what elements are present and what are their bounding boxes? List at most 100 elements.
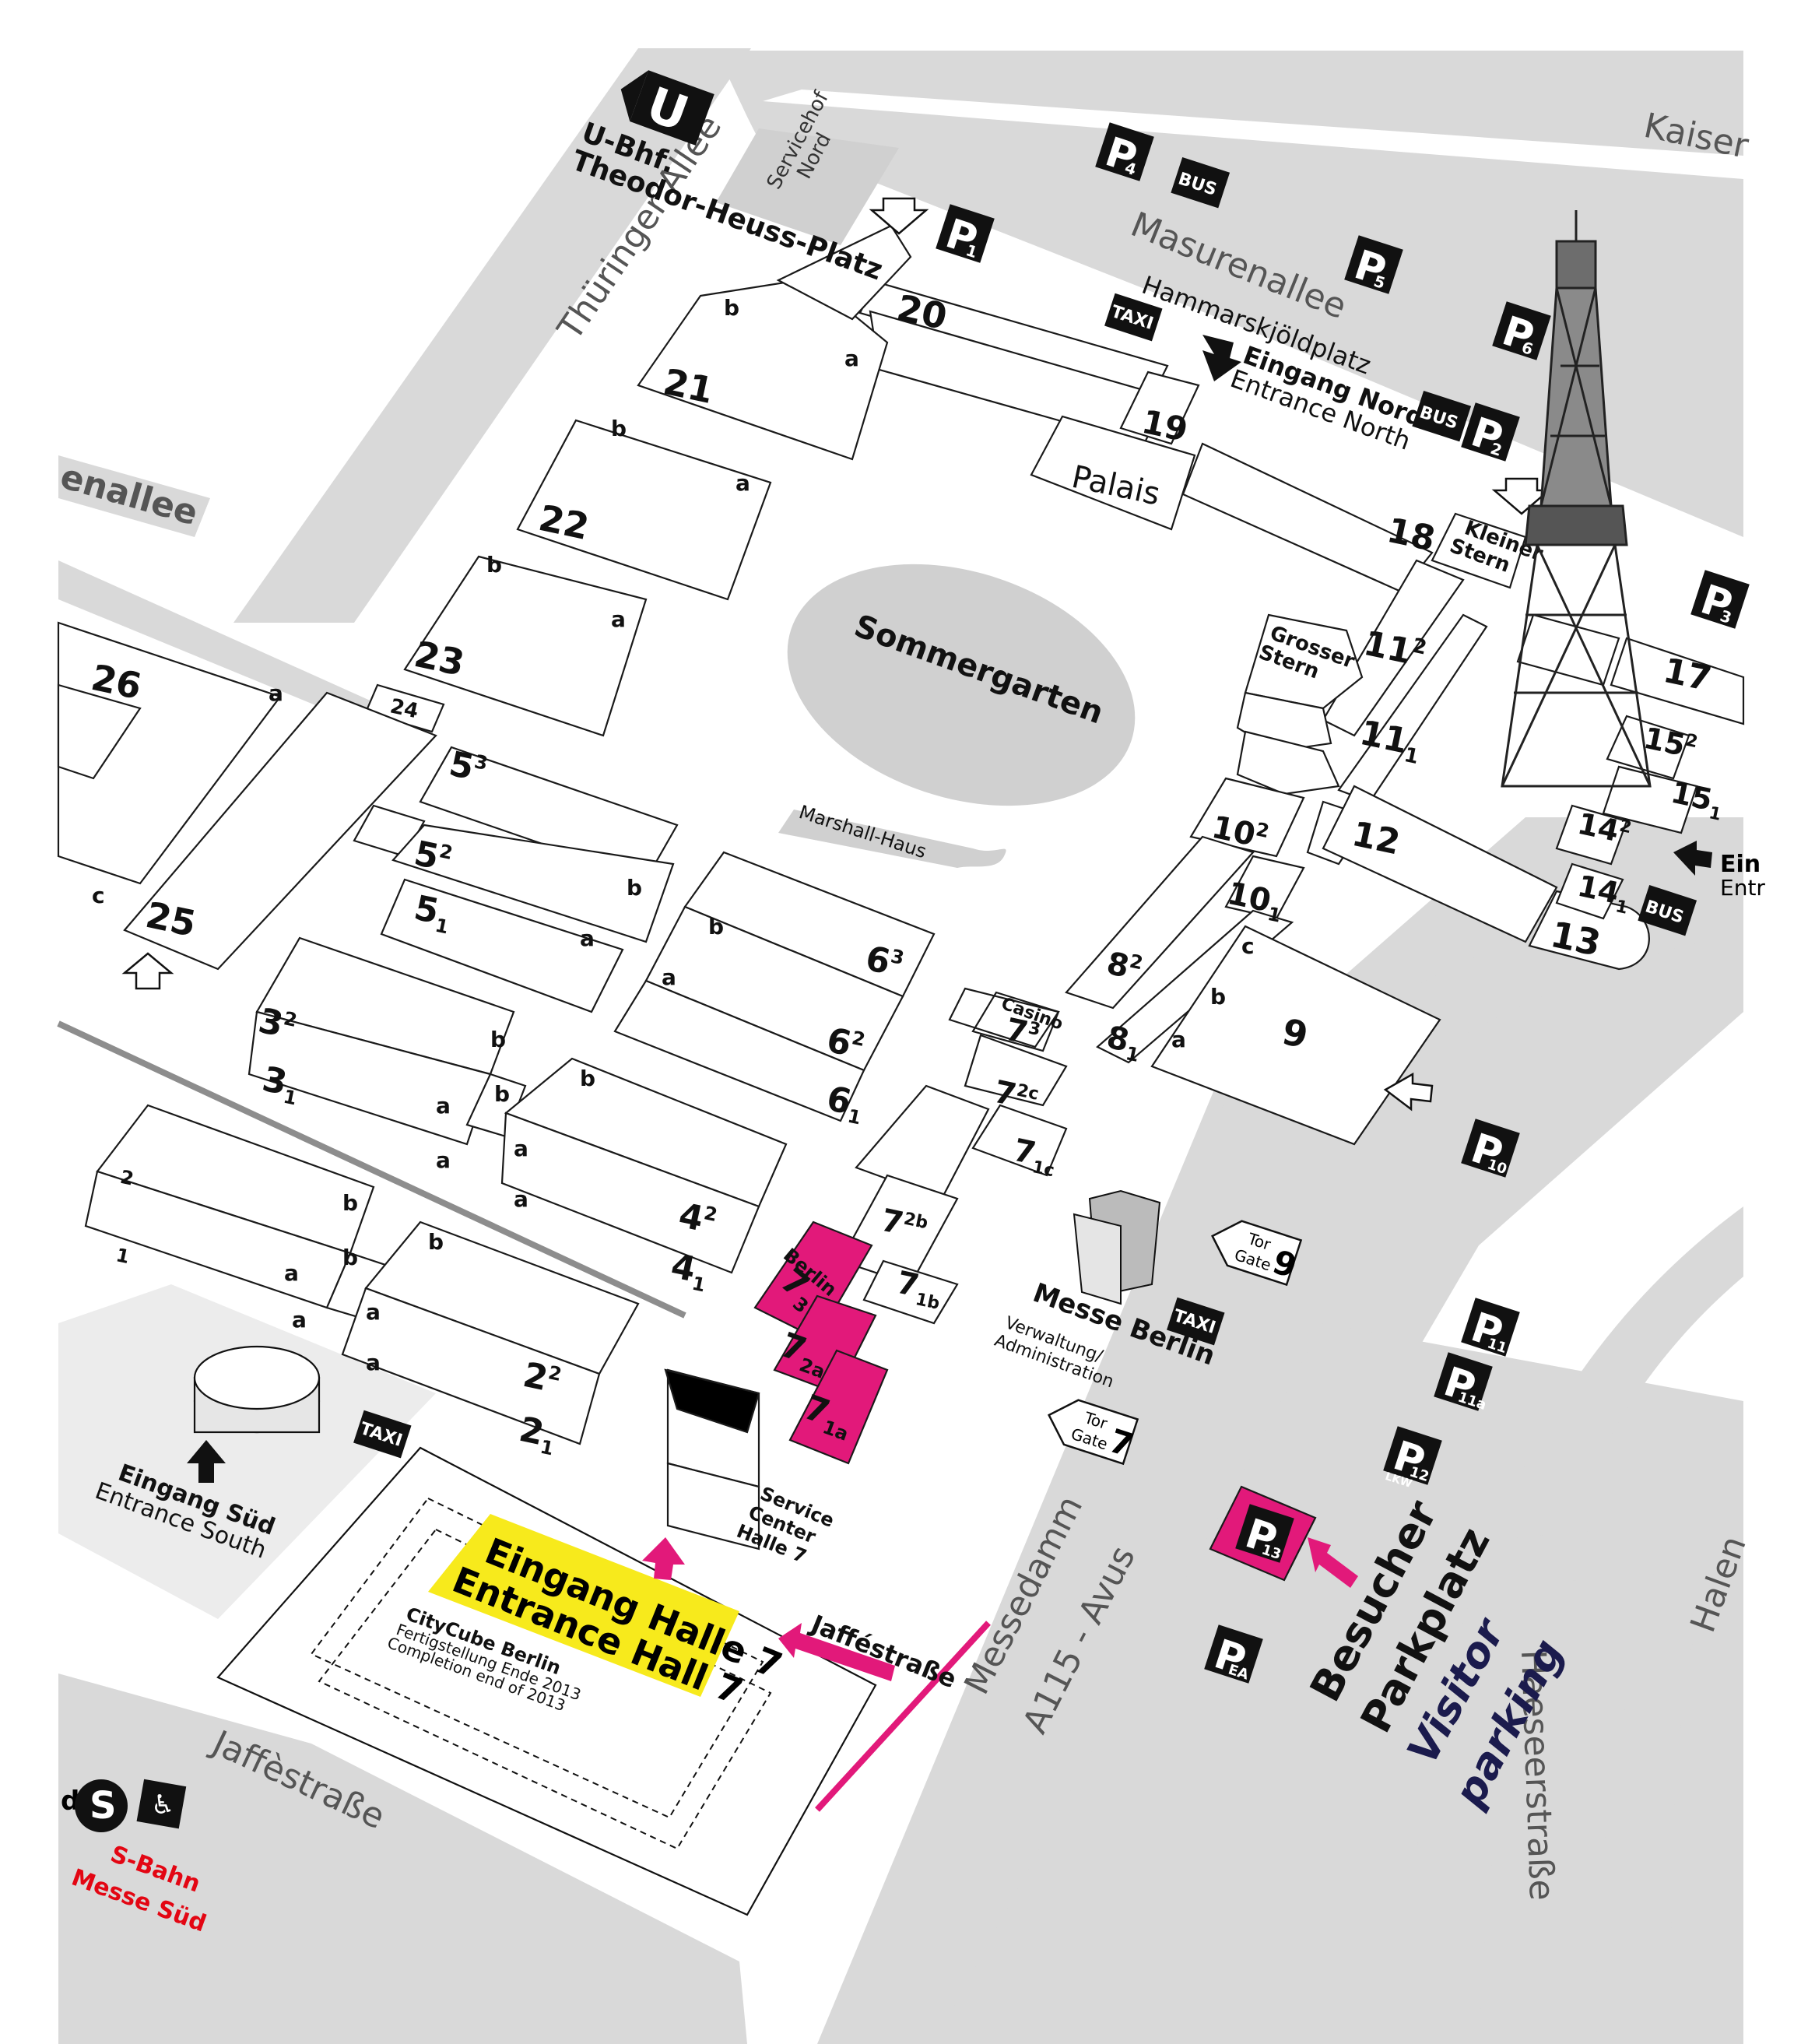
taxi-north-icon[interactable]: TAXI [1104,293,1163,342]
svg-text:a: a [436,1147,451,1173]
svg-text:31: 31 [258,1059,304,1110]
hall-12: 12 [1349,814,1403,863]
svg-text:a: a [580,925,595,951]
svg-text:a: a [662,964,676,990]
svg-text:b: b [580,1066,595,1091]
arrow-p13-icon [1308,1537,1358,1588]
svg-text:71b: 71b [893,1265,946,1314]
sbahn-icon [75,1779,128,1832]
svg-text:b: b [490,1027,506,1052]
svg-text:82: 82 [1104,946,1145,988]
parking-p3-icon[interactable]: P3 [1689,570,1750,633]
icons: U P4 BUS P1 P5 P6 TAXI BUS P2 P3 BUS P10… [121,64,1765,1688]
svg-text:Ein: Ein [1720,851,1761,878]
svg-text:♿: ♿ [151,1789,174,1821]
hall-19: 19 [1139,402,1191,449]
svg-text:b: b [342,1245,358,1270]
svg-text:Eingang Halle 7Entrance Hall 7: Eingang Halle 7Entrance Hall 7 [447,1522,788,1723]
svg-text:111: 111 [1355,713,1424,769]
south-plaza [58,1284,436,1619]
svg-text:142: 142 [1575,806,1634,851]
hall-20: 20 [893,286,951,338]
ubahn-icon[interactable]: U [610,64,714,149]
svg-text:72c: 72c [991,1074,1041,1119]
hall-24: 24 [388,695,421,724]
svg-text:a: a [514,1186,528,1212]
svg-text:101: 101 [1223,876,1287,927]
hall-numbers: 20 21 22 23 24 26 25 19 Palais 18 17 12 … [88,286,1727,1460]
svg-text:112: 112 [1360,623,1429,675]
parking-p1-icon[interactable]: P1 [934,204,995,267]
svg-text:a: a [284,1260,299,1286]
arrow-south-entrance-icon [187,1440,226,1483]
svg-text:a: a [844,346,859,371]
halls [57,128,1745,1916]
parking-p4-icon[interactable]: P4 [1094,122,1154,185]
arrow-hall7-icon [642,1537,685,1580]
parking-p2-icon[interactable]: P2 [1459,402,1520,465]
svg-text:b: b [428,1229,444,1255]
hall-22: 22 [535,497,593,548]
servicehof-nord [716,128,899,245]
svg-text:b: b [494,1081,510,1107]
svg-text:141: 141 [1574,869,1634,918]
hall-15-2: 15 [1641,721,1688,763]
hall-18: 18 [1384,511,1438,560]
svg-text:a: a [1171,1027,1186,1052]
parking-p11-icon[interactable]: P11 [1459,1298,1520,1361]
svg-text:b: b [1210,984,1226,1010]
arrow-jaffe-icon [778,1623,895,1681]
svg-text:151: 151 [1667,775,1727,825]
svg-text:a: a [269,680,283,706]
hall-10-1: 10 [1224,876,1274,920]
bus-p2-icon[interactable]: BUS [1412,390,1472,442]
svg-text:b: b [611,416,627,441]
svg-text:2: 2 [118,1166,135,1190]
parking-p5-icon[interactable]: P5 [1343,235,1403,298]
svg-text:Entr: Entr [1720,875,1765,901]
svg-text:1: 1 [114,1244,132,1268]
svg-text:a: a [292,1307,307,1333]
street-enallee: enallee [56,457,202,534]
taxi-admin-icon[interactable]: TAXI [1167,1297,1225,1346]
marshall-haus [778,810,1006,868]
street-haeseler: Haeseerstraße [1513,1649,1561,1902]
hall-7-1a[interactable] [788,1349,889,1465]
gate-7-sign[interactable]: Tor Gate 7 [1041,1393,1140,1466]
hall-23: 23 [411,633,469,684]
svg-text:b: b [342,1190,358,1216]
bus-east-icon[interactable]: BUS [1638,884,1697,936]
hall-25: 25 [142,894,200,945]
svg-text:a: a [611,606,626,632]
arrow-hall9-icon [1383,1072,1434,1112]
parking-p10-icon[interactable]: P10 [1459,1119,1520,1182]
svg-text:152: 152 [1641,721,1700,765]
hall-15-1: 15 [1668,775,1715,817]
arrow-north-entrance-icon [1202,335,1241,381]
svg-text:b: b [708,914,724,939]
svg-text:a: a [366,1350,381,1375]
arrow-kleiner-icon [1491,477,1552,515]
service-center-label: ServiceCenterHalle 7 [734,1480,837,1572]
hall-21: 21 [660,360,718,412]
hall-10-2: 10 [1209,810,1259,854]
svg-text:S: S [90,1784,117,1828]
sommergarten [787,564,1136,806]
hall-17: 17 [1660,651,1715,700]
gate-9-sign[interactable]: Tor Gate 9 [1205,1213,1304,1287]
bus-icon[interactable]: BUS [1171,156,1231,209]
hall-11-2: 11 [1360,623,1415,673]
svg-text:b: b [724,295,739,321]
svg-text:61: 61 [823,1079,868,1129]
parking-pea-icon[interactable]: PEA [1202,1624,1263,1688]
parking-p13-icon[interactable]: P13 [1234,1504,1294,1567]
arrow-east-entrance-icon [1673,841,1712,876]
svg-text:c: c [1241,933,1255,959]
taxi-south-icon[interactable]: TAXI [353,1410,412,1459]
parking-p6-icon[interactable]: P6 [1490,301,1551,364]
svg-text:a: a [366,1299,381,1325]
svg-text:c: c [92,883,105,908]
